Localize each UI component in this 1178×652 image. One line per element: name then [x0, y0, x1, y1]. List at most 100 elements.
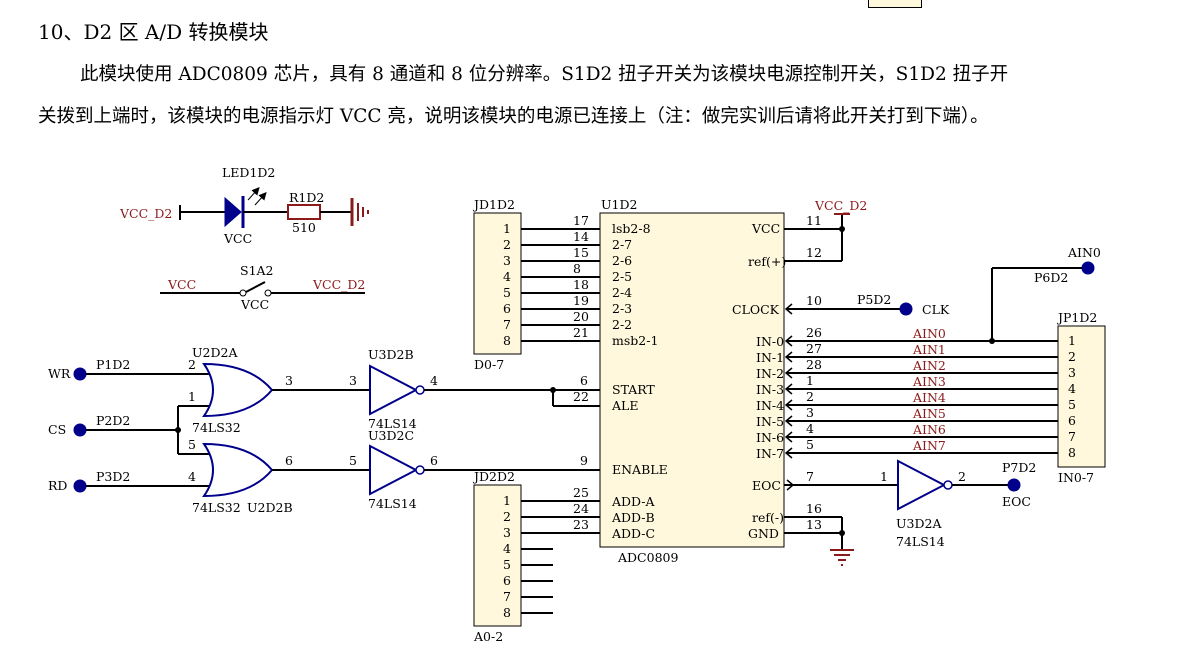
chip-eoc-pin: 7	[806, 469, 814, 484]
jd1-pin-8: 8	[503, 333, 511, 348]
chip-in-pin: 5	[806, 437, 814, 452]
inverter-top	[369, 364, 419, 416]
jp1-pin-6: 6	[1068, 413, 1076, 428]
ground-symbol-chip	[830, 549, 854, 566]
chip-data-label: 2-2	[612, 317, 632, 332]
chip-start-label: START	[612, 382, 655, 397]
section-heading: 10、D2 区 A/D 转换模块	[38, 20, 269, 44]
ain-net-label: AIN3	[912, 374, 946, 389]
chip-data-label: 2-7	[612, 237, 632, 252]
chip-in-label: IN-6	[756, 430, 784, 445]
or-bot-pin-b: 4	[188, 469, 196, 484]
ground-symbol-power	[350, 198, 369, 226]
jd1-pin-6: 6	[503, 301, 511, 316]
chip-data-label: 2-4	[612, 285, 632, 300]
cropped-box	[868, 0, 922, 8]
chip-in-label: IN-4	[756, 398, 784, 413]
clk-ref: P5D2	[857, 292, 891, 307]
cs-ref: P2D2	[96, 413, 130, 428]
chip-add-c: ADD-C	[611, 526, 655, 541]
ain-net-label: AIN5	[912, 406, 946, 421]
chip-in-pin: 2	[806, 389, 814, 404]
switch-contact-left	[239, 289, 247, 297]
rd-ref: P3D2	[96, 469, 130, 484]
or-gate-top	[202, 362, 274, 418]
wr-ref: P1D2	[96, 357, 130, 372]
inv-bot-ref: U3D2C	[368, 428, 414, 443]
chip-in-label: IN-3	[756, 382, 784, 397]
switch-right-label: VCC_D2	[312, 277, 365, 292]
jd2-pin-5: 5	[503, 557, 511, 572]
resistor-symbol	[287, 204, 321, 220]
inv-bot-type: 74LS14	[368, 496, 417, 511]
jp1-pin-7: 7	[1068, 429, 1076, 444]
chip-in-label: IN-7	[756, 446, 784, 461]
switch-contact-right	[264, 289, 272, 297]
rd-label: RD	[48, 478, 67, 493]
chip-in-pin: 4	[806, 421, 814, 436]
chip-refm-label: ref(-)	[752, 510, 784, 525]
ain-net-label: AIN0	[912, 326, 946, 341]
rd-port	[73, 479, 87, 493]
chip-in-pin: 28	[806, 357, 822, 372]
chip-vcc-label: VCC	[751, 221, 780, 236]
jp1-pin-5: 5	[1068, 397, 1076, 412]
jp1-label: IN0-7	[1058, 470, 1094, 485]
chip-add-b: ADD-B	[611, 510, 655, 525]
adc-chip: U1D2 ADC0809 lsb2-82-72-62-52-42-32-2msb…	[521, 197, 1058, 566]
chip-in-pin: 3	[806, 405, 814, 420]
led-ref: LED1D2	[222, 165, 275, 180]
chip-in-label: IN-5	[756, 414, 784, 429]
control-logic: WR P1D2 2 CS P2D2 1 5 RD P3D2 4 U2D2A 74…	[48, 345, 600, 515]
inv-top-pin-in: 3	[349, 373, 357, 388]
or-bot-pin-a: 5	[188, 437, 196, 452]
jd1-pin-4: 4	[503, 269, 511, 284]
eoc-section: 1 2 P7D2 EOC U3D2A 74LS14	[880, 459, 1036, 549]
chip-ale-pin: 22	[573, 389, 589, 404]
or-bot-pin-out: 6	[285, 453, 293, 468]
jp1-pin-2: 2	[1068, 349, 1076, 364]
switch-ref: S1A2	[240, 263, 274, 278]
led-value: VCC	[223, 231, 252, 246]
chip-enable-pin: 9	[580, 453, 588, 468]
inv-bot-pin-in: 5	[349, 453, 357, 468]
wr-label: WR	[48, 366, 71, 381]
ain-net-label: AIN7	[912, 438, 946, 453]
jp1-pin-8: 8	[1068, 445, 1076, 460]
jd2-pin-1: 1	[503, 493, 511, 508]
chip-in-label: IN-0	[756, 334, 784, 349]
vcc-d2-left-label: VCC_D2	[119, 206, 172, 221]
chip-add-c-pin: 23	[573, 517, 589, 532]
clk-label: CLK	[922, 302, 950, 317]
chip-in-pin: 1	[806, 373, 814, 388]
or-gate-bottom	[202, 442, 274, 498]
or-top-pin-out: 3	[285, 373, 293, 388]
chip-gnd-pin: 13	[806, 517, 822, 532]
jd2-pin-6: 6	[503, 573, 511, 588]
power-section: VCC_D2 LED1D2 VCC R1D2 510 S1A2 VCC VCC_…	[119, 165, 369, 312]
jd1-pin-5: 5	[503, 285, 511, 300]
wr-port	[73, 367, 87, 381]
jp1-pin-3: 3	[1068, 365, 1076, 380]
or-top-pin-b: 1	[188, 389, 196, 404]
or-bot-type: 74LS32	[192, 500, 241, 515]
paragraph-line-2: 关拨到上端时，该模块的电源指示灯 VCC 亮，说明该模块的电源已连接上（注：做完…	[38, 106, 989, 127]
ain0-ref: P6D2	[1034, 270, 1068, 285]
chip-ref: U1D2	[601, 197, 637, 212]
inverter-bottom	[369, 444, 419, 496]
cs-port	[73, 423, 87, 437]
or-top-ref: U2D2A	[192, 345, 238, 360]
inv-top-ref: U3D2B	[368, 347, 414, 362]
chip-data-pin: 17	[573, 213, 589, 228]
jd1-pin-7: 7	[503, 317, 511, 332]
inv-eoc-type: 74LS14	[896, 534, 945, 549]
inv-eoc-ref: U3D2A	[896, 516, 942, 531]
chip-data-label: 2-5	[612, 269, 632, 284]
jp1-pin-1: 1	[1068, 333, 1076, 348]
jd1-label: D0-7	[474, 357, 504, 372]
chip-in-label: IN-1	[756, 350, 784, 365]
eoc-port	[1007, 478, 1021, 492]
chip-data-pin: 21	[573, 325, 589, 340]
switch-lever	[245, 281, 266, 293]
